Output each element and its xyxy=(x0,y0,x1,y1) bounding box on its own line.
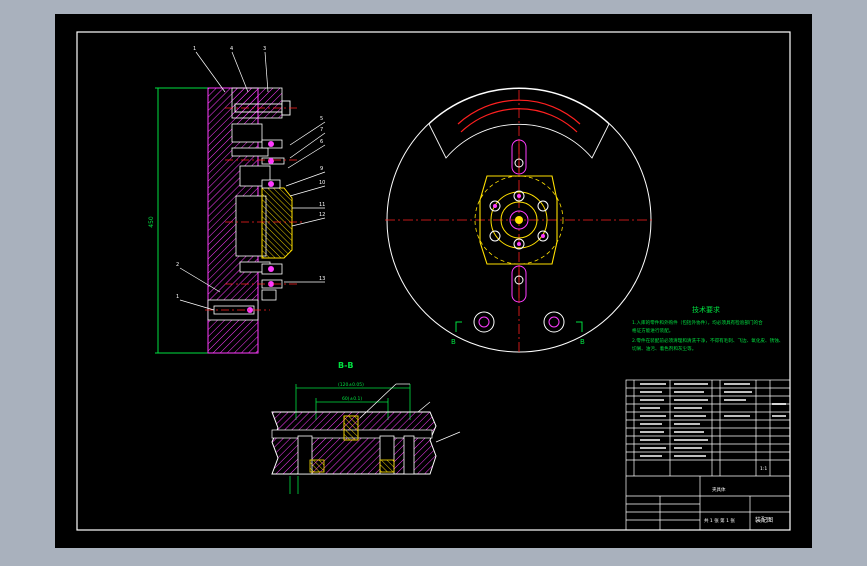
side-section-view: 450 xyxy=(148,46,325,354)
balloon-5: 5 xyxy=(320,116,323,122)
title-block-sheet: 共 1 张 第 1 张 xyxy=(704,517,735,524)
balloon-11: 11 xyxy=(319,202,325,208)
tech-req-line-3: 2.零件在装配前必须清理和清洗干净，不得有毛刺、飞边、氧化皮、锈蚀、 xyxy=(632,337,783,344)
balloon-7: 7 xyxy=(320,127,323,133)
balloon-1b: 1 xyxy=(176,294,179,300)
section-mark-right: B xyxy=(580,338,585,346)
technical-requirements: 技术要求 1.入库的零件和外购件（包括外协件），均必须具有检验部门的合 格证方能… xyxy=(632,305,783,352)
section-mark-left: B xyxy=(451,338,456,346)
title-block-scale: 1:1 xyxy=(760,466,767,472)
title-block-part-name: 夹具体 xyxy=(712,486,726,493)
balloon-12: 12 xyxy=(319,212,325,218)
bb-dimension-mid: 60(±0.1) xyxy=(342,396,362,402)
overall-height-dimension: 450 xyxy=(148,216,155,228)
arc-slot xyxy=(428,88,610,159)
plan-view: B B xyxy=(385,87,655,355)
balloon-2: 2 xyxy=(176,262,179,268)
bb-dimension-top: (120±0.05) xyxy=(338,382,364,388)
title-block-drawing-title: 装配图 xyxy=(755,516,773,524)
balloon-6: 6 xyxy=(320,139,323,145)
balloon-9: 9 xyxy=(320,166,323,172)
balloon-10: 10 xyxy=(319,180,325,186)
top-clamp-block xyxy=(231,87,283,119)
locating-sleeve xyxy=(261,187,293,259)
balloon-3: 3 xyxy=(263,46,266,52)
tech-req-title: 技术要求 xyxy=(692,305,720,314)
tech-req-line-2: 格证方能进行装配。 xyxy=(632,327,673,334)
drawing-frame xyxy=(76,31,791,531)
balloon-4: 4 xyxy=(230,46,233,52)
tech-req-line-1: 1.入库的零件和外购件（包括外协件），均必须具有检验部门的合 xyxy=(632,319,763,326)
section-bb: B-B (120±0.05) 60(±0.1) xyxy=(271,361,461,494)
balloon-13: 13 xyxy=(319,276,325,282)
clamp-body xyxy=(479,175,558,265)
title-block xyxy=(625,379,791,531)
drawing-sheet xyxy=(55,14,812,548)
section-bb-label: B-B xyxy=(338,361,354,370)
tech-req-line-4: 切屑、油污、着色剂和灰尘等。 xyxy=(632,345,696,352)
balloon-1: 1 xyxy=(193,46,196,52)
